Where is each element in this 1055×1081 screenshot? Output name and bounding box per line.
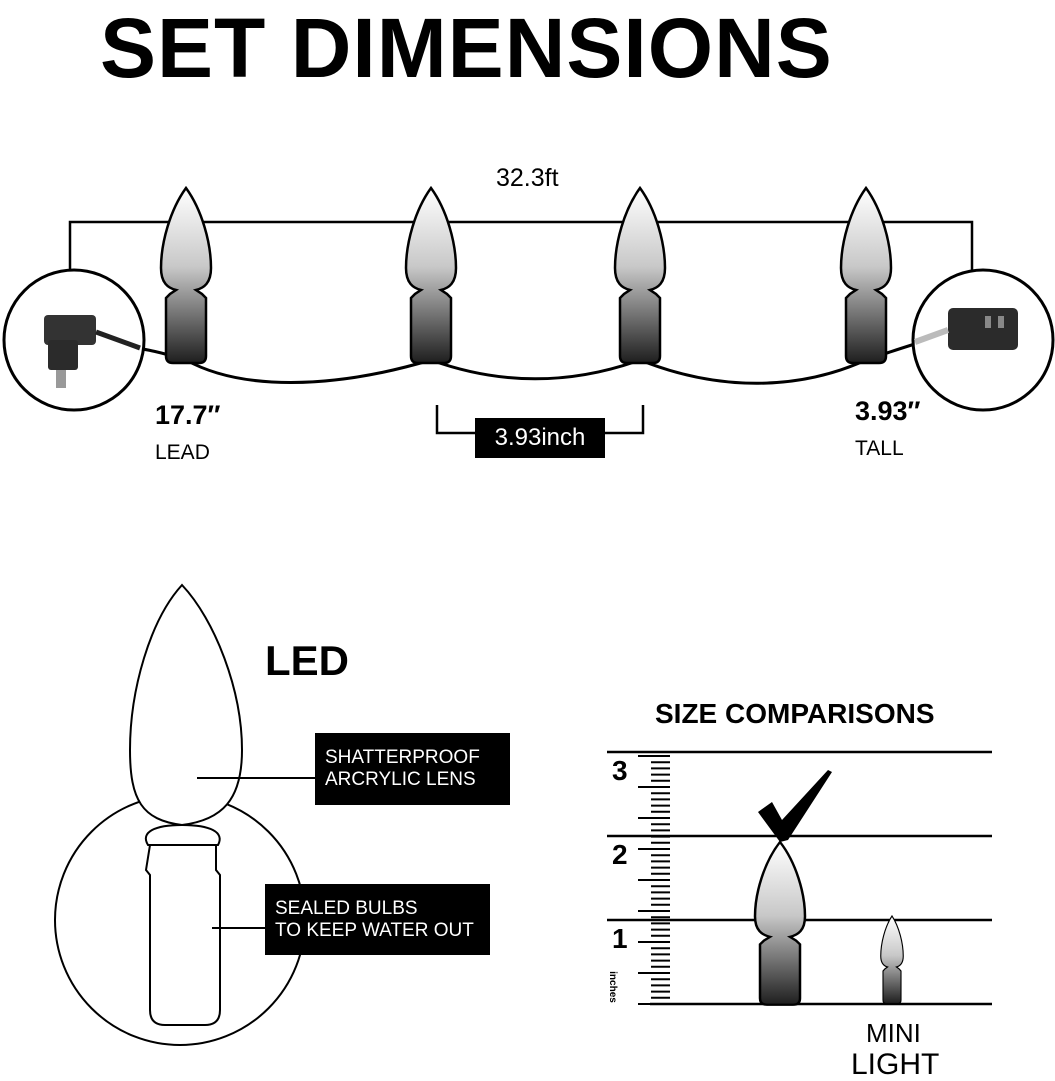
- mini-label-line1: MINI: [866, 1018, 921, 1048]
- bulb-4: [839, 186, 893, 365]
- bulb-1: [159, 186, 213, 365]
- tall-value: 3.93″: [855, 396, 921, 426]
- bulb-3: [613, 186, 667, 365]
- female-plug-detail: [911, 268, 1055, 412]
- length-bracket: [68, 220, 974, 282]
- lens-callout: SHATTERPROOF ARCRYLIC LENS: [315, 733, 510, 805]
- lens-callout-line1: SHATTERPROOF: [325, 747, 480, 768]
- tall-label: TALL: [855, 437, 904, 460]
- ruler-ticks: [638, 755, 670, 1005]
- ruler-label-3: 3: [612, 755, 628, 786]
- lens-callout-line2: ARCRYLIC LENS: [325, 769, 476, 790]
- checkmark-icon: [758, 770, 832, 842]
- size-comparison-title: SIZE COMPARISONS: [655, 698, 935, 729]
- page-title: SET DIMENSIONS: [100, 1, 833, 95]
- led-label: LED: [265, 637, 349, 684]
- ruler-label-1: 1: [612, 923, 628, 954]
- mini-label-line2: LIGHT: [851, 1048, 940, 1081]
- lead-value: 17.7″: [155, 400, 221, 430]
- total-length-label: 32.3ft: [496, 164, 559, 192]
- seal-callout: SEALED BULBS TO KEEP WATER OUT: [265, 884, 490, 955]
- led-bulb-outline: [54, 583, 306, 1046]
- wire: [119, 336, 936, 385]
- c9-bulb-comparison: [753, 840, 807, 1006]
- mini-bulb-comparison: [880, 915, 904, 1005]
- unit-label: inches: [606, 971, 618, 1003]
- spacing-value: 3.93inch: [494, 424, 586, 451]
- bulb-2: [404, 186, 458, 365]
- ruler-label-2: 2: [612, 839, 628, 870]
- seal-callout-line2: TO KEEP WATER OUT: [275, 919, 474, 941]
- male-plug-detail: [2, 268, 146, 412]
- spacing-label: 3.93inch: [475, 418, 605, 458]
- lead-label: LEAD: [155, 441, 210, 464]
- seal-callout-line1: SEALED BULBS: [275, 897, 418, 919]
